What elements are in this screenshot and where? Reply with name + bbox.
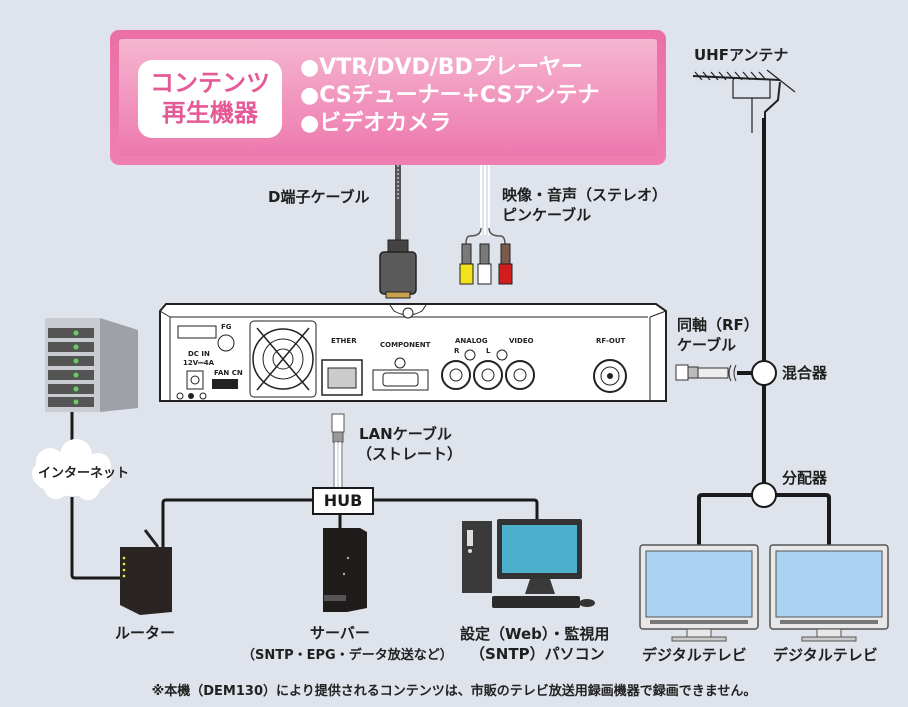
av-cable-label-1: 映像・音声（ステレオ） [502, 186, 668, 204]
digital-tv-1-icon [639, 544, 759, 642]
av-pin-cable [459, 165, 513, 285]
server-label-2: （SNTP・EPG・データ放送など） [242, 648, 453, 663]
content-player-list: ●VTR/DVD/BDプレーヤー ●CSチューナー+CSアンテナ ●ビデオカメラ [300, 54, 600, 138]
internet-label: インターネット [38, 466, 130, 481]
component-label: COMPONENT [380, 341, 431, 349]
content-item: ●VTR/DVD/BDプレーヤー [300, 55, 583, 80]
dem130-back-panel: FG DC IN 12V⎓4A FAN CN ETHER COMPONENT A… [158, 303, 668, 403]
analog-label: ANALOG [455, 337, 488, 345]
ether-label: ETHER [331, 337, 357, 345]
internet-cloud-icon [32, 439, 112, 500]
coax-label-2: ケーブル [677, 336, 737, 354]
av-cable-label-2: ピンケーブル [502, 206, 592, 224]
router-icon [120, 529, 172, 615]
pc-label-1: 設定（Web）・監視用 [460, 625, 610, 643]
dc-in-label-2: 12V⎓4A [183, 359, 215, 367]
d-terminal-cable [379, 165, 417, 299]
pc-label-2: （SNTP）パソコン [470, 645, 605, 663]
uhf-antenna-label: UHFアンテナ [694, 46, 789, 64]
uhf-antenna-icon [692, 69, 796, 133]
footnote: ※本機（DEM130）により提供されるコンテンツは、市販のテレビ放送用録画機器で… [151, 684, 757, 699]
rf-out-label: RF-OUT [596, 337, 626, 345]
server-label-1: サーバー [310, 624, 370, 642]
lan-cable-label-2: （ストレート） [357, 445, 463, 463]
content-item: ●ビデオカメラ [300, 111, 452, 136]
badge-line2: 再生機器 [162, 99, 258, 127]
analog-l-label: L [486, 347, 491, 355]
tv1-label: デジタルテレビ [642, 646, 747, 664]
dc-in-label-1: DC IN [188, 350, 210, 358]
pc-icon [462, 519, 595, 608]
coax-connector-icon [675, 364, 752, 382]
splitter-label: 分配器 [782, 469, 828, 487]
content-item: ●CSチューナー+CSアンテナ [300, 83, 600, 108]
mixer-node [751, 360, 777, 386]
internet-server-icon [45, 318, 138, 412]
tv2-cable [764, 493, 831, 545]
server-icon [323, 528, 367, 612]
analog-r-label: R [454, 347, 460, 355]
tv1-cable [697, 493, 764, 545]
digital-tv-2-icon [769, 544, 889, 642]
d-cable-label: D端子ケーブル [268, 188, 370, 206]
lan-cable-label-1: LANケーブル [359, 425, 452, 443]
lan-cable [331, 413, 345, 488]
fg-label: FG [221, 323, 232, 331]
content-player-badge: コンテンツ 再生機器 [138, 60, 282, 138]
coax-label-1: 同軸（RF） [677, 316, 759, 334]
router-label: ルーター [115, 624, 176, 642]
device-outline [159, 303, 667, 402]
badge-line1: コンテンツ [150, 69, 270, 97]
hub-box: HUB [312, 487, 374, 515]
video-label: VIDEO [509, 337, 534, 345]
content-player-box: コンテンツ 再生機器 ●VTR/DVD/BDプレーヤー ●CSチューナー+CSア… [110, 30, 666, 165]
splitter-node [751, 482, 777, 508]
tv2-label: デジタルテレビ [773, 646, 878, 664]
fan-cn-label: FAN CN [214, 369, 243, 377]
mixer-label: 混合器 [782, 364, 828, 382]
